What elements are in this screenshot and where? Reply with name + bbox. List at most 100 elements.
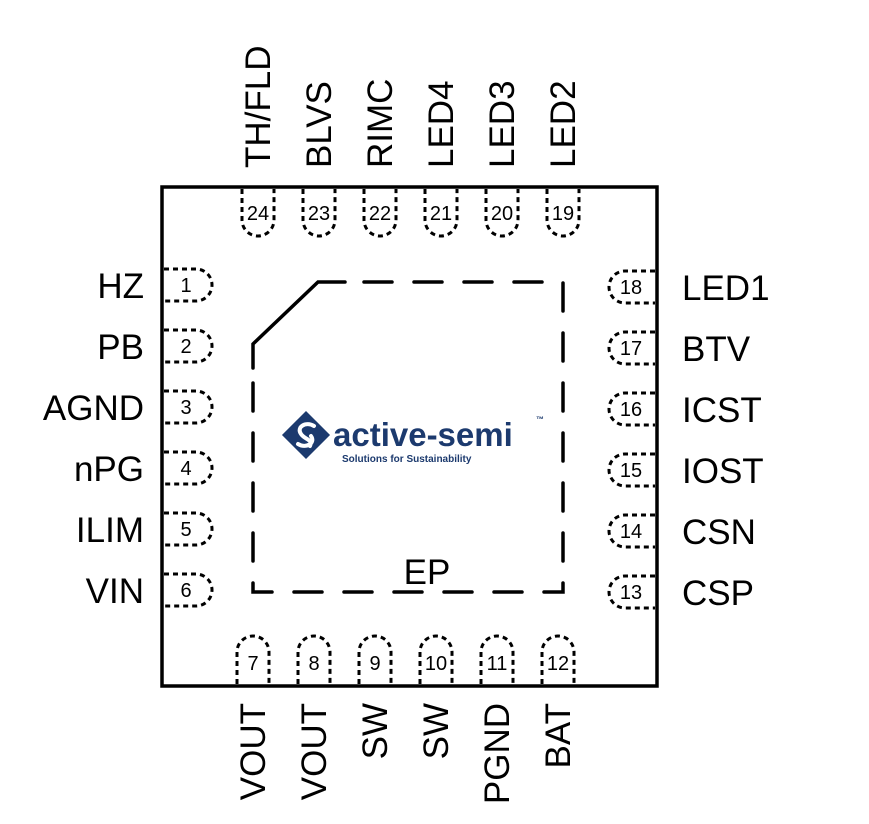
- pin-pad: [607, 391, 655, 427]
- pin-pad: [607, 574, 655, 610]
- pin-pad: [235, 634, 271, 684]
- pin-name: LED4: [422, 80, 461, 168]
- pin-pad: [484, 189, 520, 238]
- pin-pad: [164, 389, 214, 425]
- pin-16: 16 ICST: [607, 391, 762, 430]
- pin-pad: [164, 328, 214, 364]
- pin-name: TH/FLD: [239, 46, 278, 169]
- pin-number: 18: [620, 277, 642, 299]
- pin-name: LED2: [544, 80, 583, 168]
- pin-pad: [545, 189, 581, 238]
- pin-number: 24: [247, 203, 269, 225]
- pin-pad: [362, 189, 398, 238]
- package-outline: [160, 185, 659, 688]
- pin-number: 5: [180, 519, 191, 541]
- pin-name: ICST: [682, 391, 762, 430]
- pin-number: 1: [180, 275, 191, 297]
- pin-pad: [164, 572, 214, 608]
- pin-number: 19: [552, 203, 574, 225]
- pin-name: VIN: [86, 572, 144, 611]
- pin-pad: [607, 513, 655, 549]
- pin-name: HZ: [97, 267, 144, 306]
- pin-name: ILIM: [76, 511, 144, 550]
- pin-name: BTV: [682, 330, 751, 369]
- pin-21: 21 LED4: [422, 80, 461, 238]
- pin-20: 20 LED3: [483, 80, 522, 238]
- pin-name: SW: [356, 703, 395, 759]
- logo-tagline: Solutions for Sustainability: [342, 454, 472, 465]
- pin-pad: [540, 634, 576, 684]
- pin-pad: [164, 450, 214, 486]
- pin-name: AGND: [43, 389, 144, 428]
- logo-trademark: ™: [536, 415, 544, 424]
- pin-1: 1 HZ: [97, 267, 214, 306]
- pin-pad: [479, 634, 515, 684]
- pin-19: 19 LED2: [544, 80, 583, 238]
- exposed-pad-outline: [251, 280, 347, 370]
- pin-pad: [607, 330, 655, 366]
- pin-pad: [301, 189, 337, 238]
- pin-name: SW: [417, 703, 456, 759]
- pin-number: 7: [247, 653, 258, 675]
- pin-pad: [240, 189, 276, 238]
- pin-number: 20: [491, 203, 513, 225]
- pin-name: IOST: [682, 452, 764, 491]
- pin-name: BAT: [539, 703, 578, 768]
- pin-13: 13 CSP: [607, 574, 754, 613]
- logo-name: active-semi: [333, 416, 513, 453]
- pin-name: BLVS: [300, 81, 339, 168]
- pin-number: 12: [547, 653, 569, 675]
- pin-number: 4: [180, 458, 191, 480]
- pin-2: 2 PB: [97, 328, 214, 367]
- pin-number: 15: [620, 460, 642, 482]
- logo-diamond-icon: [281, 410, 331, 460]
- pin-number: 2: [180, 336, 191, 358]
- pin-number: 9: [369, 653, 380, 675]
- exposed-pad-label: EP: [404, 553, 451, 592]
- pin-17: 17 BTV: [607, 330, 751, 369]
- pin-number: 13: [620, 582, 642, 604]
- pin-pad: [296, 634, 332, 684]
- pin-23: 23 BLVS: [300, 81, 339, 238]
- pin-pad: [607, 452, 655, 488]
- pin-number: 6: [180, 580, 191, 602]
- pin-number: 8: [308, 653, 319, 675]
- pin-15: 15 IOST: [607, 452, 764, 491]
- pin-24: 24 TH/FLD: [239, 46, 278, 238]
- pin-number: 11: [487, 653, 508, 675]
- pin-6: 6 VIN: [86, 572, 214, 611]
- pin-number: 14: [620, 521, 642, 543]
- pin-name: LED3: [483, 80, 522, 168]
- pin-number: 17: [620, 338, 642, 360]
- pin-name: PGND: [478, 703, 517, 804]
- pin-number: 16: [620, 399, 642, 421]
- pin-number: 23: [308, 203, 330, 225]
- pin-name: RIMC: [361, 79, 400, 168]
- pin-5: 5 ILIM: [76, 511, 214, 550]
- pin-name: VOUT: [295, 703, 334, 800]
- pin-name: PB: [97, 328, 144, 367]
- pin-name: nPG: [74, 450, 144, 489]
- pin-9: 9SW: [356, 634, 395, 759]
- pin-pad: [357, 634, 393, 684]
- company-logo: active-semi ™ Solutions for Sustainabili…: [281, 410, 544, 465]
- pin-pad: [607, 269, 655, 305]
- pin-pad: [423, 189, 459, 238]
- pin-pad: [164, 511, 214, 547]
- pin-name: VOUT: [234, 703, 273, 800]
- pin-4: 4 nPG: [74, 450, 214, 489]
- pin-name: CSP: [682, 574, 754, 613]
- pin-pad: [164, 267, 214, 303]
- pin-pad: [418, 634, 454, 684]
- pin-number: 21: [430, 203, 452, 225]
